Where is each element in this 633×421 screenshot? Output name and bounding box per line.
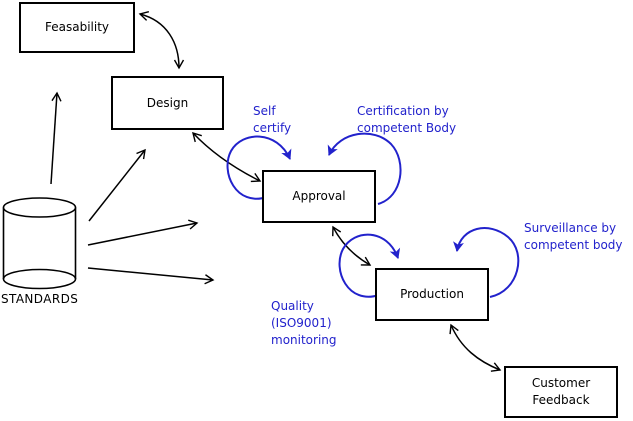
self-certify-note: Self certify	[253, 103, 291, 137]
self-certify-loop-arrow	[226, 135, 292, 200]
certification-loop-arrow	[327, 132, 402, 205]
self-certify-line-1: Self	[253, 104, 276, 118]
quality-loop-arrow	[338, 233, 401, 298]
standards-approval-arrow	[87, 219, 199, 246]
node-customer-feedback-label: Customer Feedback	[532, 375, 590, 409]
surveillance-loop-arrow	[453, 227, 520, 298]
approval-production-arrow	[332, 225, 372, 266]
standards-feasability-arrow	[50, 91, 62, 185]
certification-line-1: Certification by	[357, 104, 449, 118]
node-customer-feedback: Customer Feedback	[504, 366, 618, 418]
quality-line-2: (ISO9001)	[271, 316, 332, 330]
surveillance-note: Surveillance by competent body	[524, 220, 623, 254]
design-approval-arrow	[192, 131, 262, 183]
node-design: Design	[111, 76, 224, 130]
customer-feedback-line-2: Feedback	[532, 393, 590, 407]
node-feasability-label: Feasability	[44, 20, 109, 34]
standards-design-arrow	[88, 148, 146, 222]
certification-note: Certification by competent Body	[357, 103, 456, 137]
surveillance-line-1: Surveillance by	[524, 221, 617, 235]
customer-feedback-line-1: Customer	[531, 376, 591, 390]
quality-line-3: monitoring	[271, 333, 337, 347]
node-approval-label: Approval	[292, 189, 346, 203]
node-production-label: Production	[400, 287, 464, 301]
certification-line-2: competent Body	[357, 121, 457, 135]
quality-line-1: Quality	[271, 299, 314, 313]
node-design-label: Design	[146, 95, 189, 110]
node-approval: Approval	[262, 170, 376, 223]
node-feasability: Feasability	[19, 2, 135, 53]
standards-cylinder	[2, 197, 77, 290]
production-feedback-arrow	[449, 323, 502, 372]
standards-production-arrow	[87, 267, 215, 285]
self-certify-line-2: certify	[253, 121, 292, 135]
surveillance-line-2: competent body	[524, 238, 623, 252]
quality-note: Quality (ISO9001) monitoring	[271, 298, 337, 349]
standards-label: STANDARDS	[1, 292, 79, 306]
feasability-design-arrow	[138, 10, 185, 70]
node-production: Production	[375, 268, 489, 321]
